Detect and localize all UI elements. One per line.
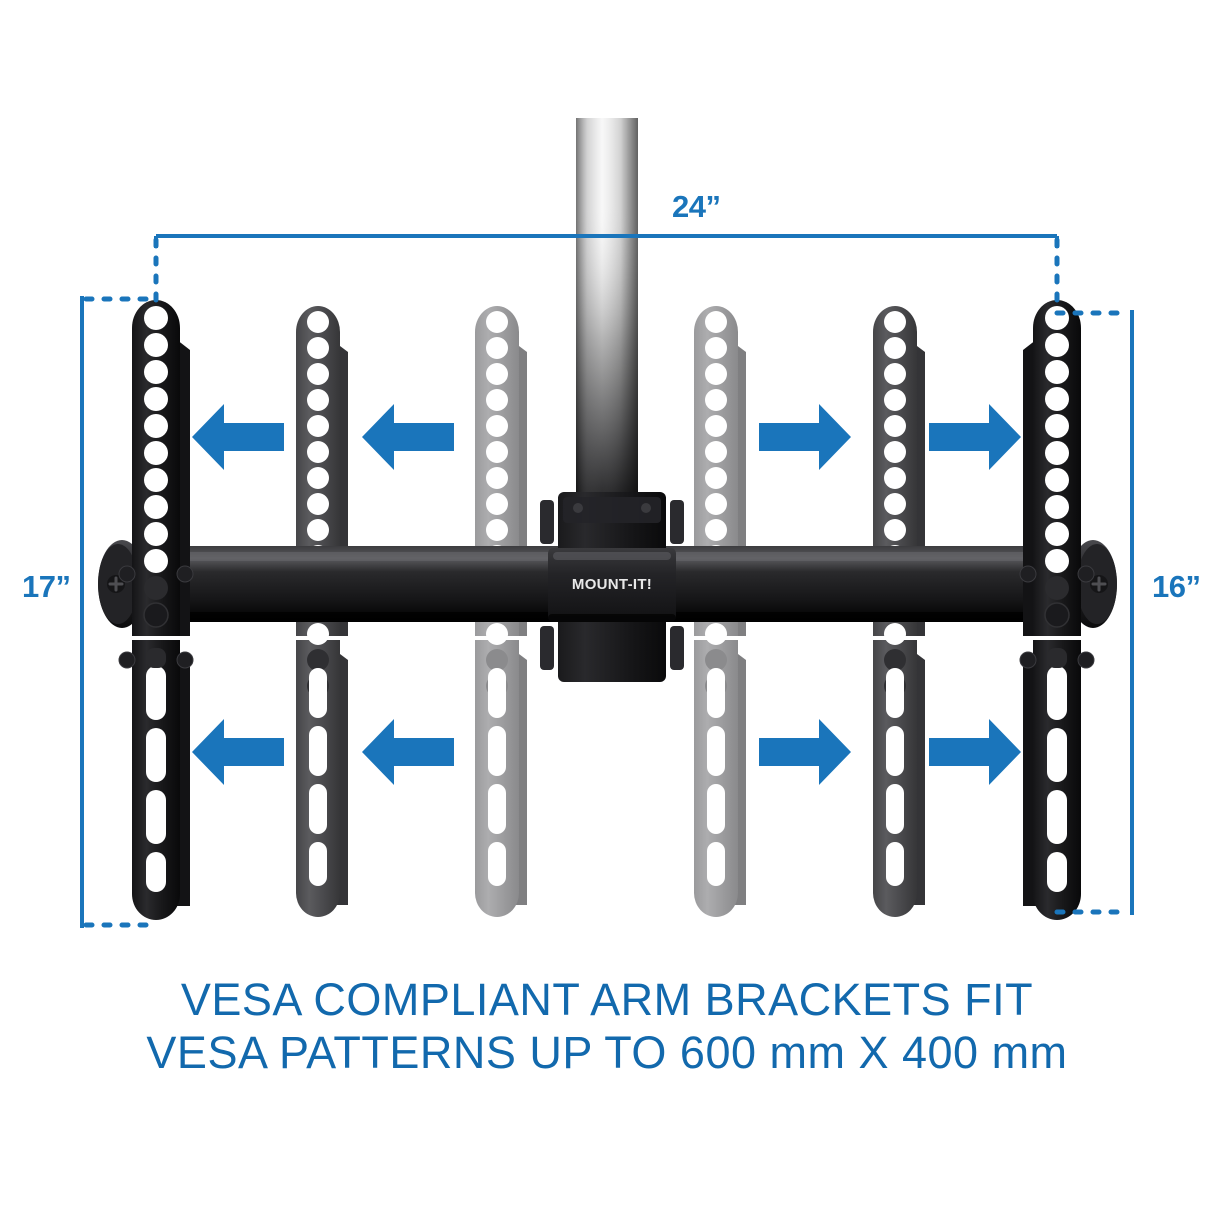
caption-block: VESA COMPLIANT ARM BRACKETS FIT VESA PAT…	[146, 974, 1067, 1078]
end-cap-left	[98, 540, 146, 628]
arrow-right-upper-outer	[929, 404, 1021, 470]
dimension-right-height: 16”	[1054, 310, 1201, 915]
arrow-left-upper-inner	[362, 404, 454, 470]
dimension-left-height: 17”	[22, 296, 159, 928]
dimension-width: 24”	[153, 189, 1060, 303]
dimension-left-label: 17”	[22, 569, 70, 604]
arrow-right-lower-outer	[929, 719, 1021, 785]
bracket-inner-left	[464, 306, 530, 917]
bracket-mid-left	[285, 306, 351, 917]
arrow-left-lower-outer	[192, 719, 284, 785]
arrow-left-lower-inner	[362, 719, 454, 785]
caption-line-2: VESA PATTERNS UP TO 600 mm X 400 mm	[146, 1027, 1067, 1078]
bracket-outer-right	[1019, 300, 1095, 920]
arrow-right-lower-inner	[759, 719, 851, 785]
center-housing: MOUNT-IT!	[540, 492, 684, 682]
caption-line-1: VESA COMPLIANT ARM BRACKETS FIT	[181, 974, 1033, 1025]
arrow-right-upper-inner	[759, 404, 851, 470]
ceiling-pole	[576, 118, 638, 508]
arrow-left-upper-outer	[192, 404, 284, 470]
brand-logo-text: MOUNT-IT!	[572, 576, 652, 593]
dimension-width-label: 24”	[672, 189, 720, 224]
bracket-outer-left	[118, 300, 194, 920]
dimension-right-label: 16”	[1152, 569, 1200, 604]
